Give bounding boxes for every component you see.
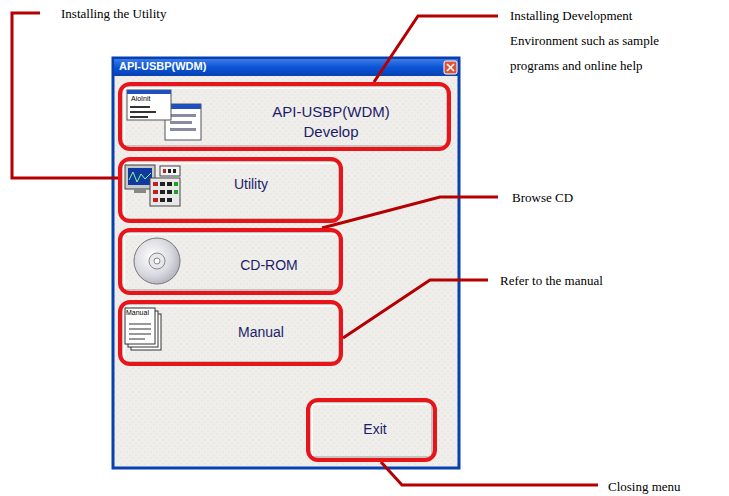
callout-label: Browse CD — [512, 185, 632, 210]
window-title: API-USBP(WDM) — [119, 59, 206, 74]
utility-icon — [125, 165, 180, 206]
utility-button: Utility — [118, 157, 343, 223]
button-label: API-USBP(WDM) Develop — [261, 102, 401, 141]
callout-label: Installing the Utility — [61, 1, 261, 26]
icon-caption: AioInit — [131, 94, 171, 103]
manual-button: Manual — [118, 300, 343, 366]
button-label: Exit — [363, 420, 386, 438]
callout-label: Installing Development Environment such … — [510, 3, 695, 78]
cd-icon — [134, 238, 180, 284]
dialog-window — [113, 58, 459, 468]
exit-button: Exit — [306, 398, 437, 462]
icon-caption: Manual — [126, 308, 156, 317]
title-bar — [114, 59, 458, 76]
close-button — [444, 61, 457, 74]
leader-lines — [12, 13, 598, 485]
develop-icon — [127, 90, 201, 140]
button-label: CD-ROM — [240, 256, 298, 274]
cdrom-button: CD-ROM — [118, 228, 343, 295]
button-label: Manual — [238, 323, 284, 341]
manual-icon — [125, 308, 161, 350]
dialog-window-title: API-USBP(WDM) API-USBP(WDM) DevelopUtilit… — [113, 58, 459, 468]
close-cross — [447, 64, 454, 71]
develop-button: API-USBP(WDM) Develop — [118, 82, 451, 151]
callout-label: Refer to the manual — [500, 268, 700, 293]
button-label: Utility — [234, 175, 268, 193]
callout-label: Closing menu — [608, 474, 718, 496]
